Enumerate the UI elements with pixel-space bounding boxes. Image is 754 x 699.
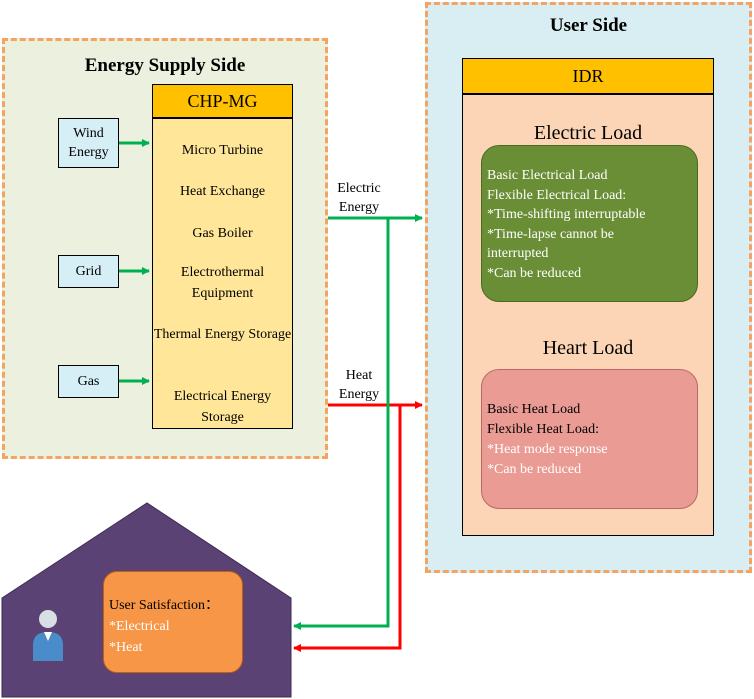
electric-load-line: interrupted [487, 246, 549, 261]
heat-load-title: Heart Load [542, 337, 634, 359]
heat-load-line: Basic Heat Load [487, 402, 581, 417]
electric-to-home-arrow [293, 218, 390, 630]
heat-energy-label: Heat Energy [338, 368, 380, 402]
satisfaction-item-electrical: *Electrical [109, 619, 170, 634]
electric-load-line: Flexible Electrical Load: [487, 187, 627, 203]
heat-load-line: *Heat mode response [487, 442, 608, 457]
grid-label: Grid [75, 264, 102, 279]
chp-item-heat-exchange: Heat Exchange [179, 184, 266, 199]
user-person-icon [33, 610, 63, 661]
wind-energy-source: Wind Energy [58, 118, 119, 168]
chp-item-gas-boiler: Gas Boiler [192, 226, 253, 241]
electric-load-title: Electric Load [533, 122, 643, 144]
electric-energy-label: Electric Energy [337, 181, 381, 215]
chp-mg-header: CHP-MG [152, 84, 293, 118]
user-satisfaction-box: User Satisfaction： *Electrical *Heat [103, 571, 243, 673]
chp-item-micro-turbine: Micro Turbine [181, 143, 264, 158]
energy-supply-title: Energy Supply Side [84, 55, 246, 76]
wind-energy-label: Wind Energy [68, 126, 109, 160]
electric-load-line: *Time-shifting interruptable [487, 207, 646, 222]
electric-load-line: *Can be reduced [487, 265, 582, 281]
electric-load-line: Basic Electrical Load [487, 168, 608, 183]
chp-item-electrical-energy-storage: Electrical Energy Storage [173, 389, 272, 425]
electric-load-box: Basic Electrical Load Flexible Electrica… [481, 145, 698, 302]
user-satisfaction-title: User Satisfaction： [109, 598, 220, 613]
chp-mg-body [152, 118, 293, 429]
heat-load-line: Flexible Heat Load: [487, 422, 599, 437]
satisfaction-item-heat: *Heat [109, 640, 143, 655]
electric-load-line: *Time-lapse cannot be [487, 226, 615, 242]
grid-source: Grid [58, 255, 119, 288]
chp-item-electrothermal-equipment: Electrothermal Equipment [180, 265, 265, 301]
idr-header: IDR [462, 58, 714, 94]
heat-load-line: *Can be reduced [487, 462, 582, 477]
heat-to-home-arrow [293, 405, 402, 652]
heat-load-box: Basic Heat Load Flexible Heat Load: *Hea… [481, 369, 698, 509]
gas-source: Gas [58, 365, 119, 398]
gas-label: Gas [77, 374, 100, 389]
user-side-title: User Side [549, 15, 628, 36]
chp-item-thermal-energy-storage: Thermal Energy Storage [153, 327, 292, 342]
